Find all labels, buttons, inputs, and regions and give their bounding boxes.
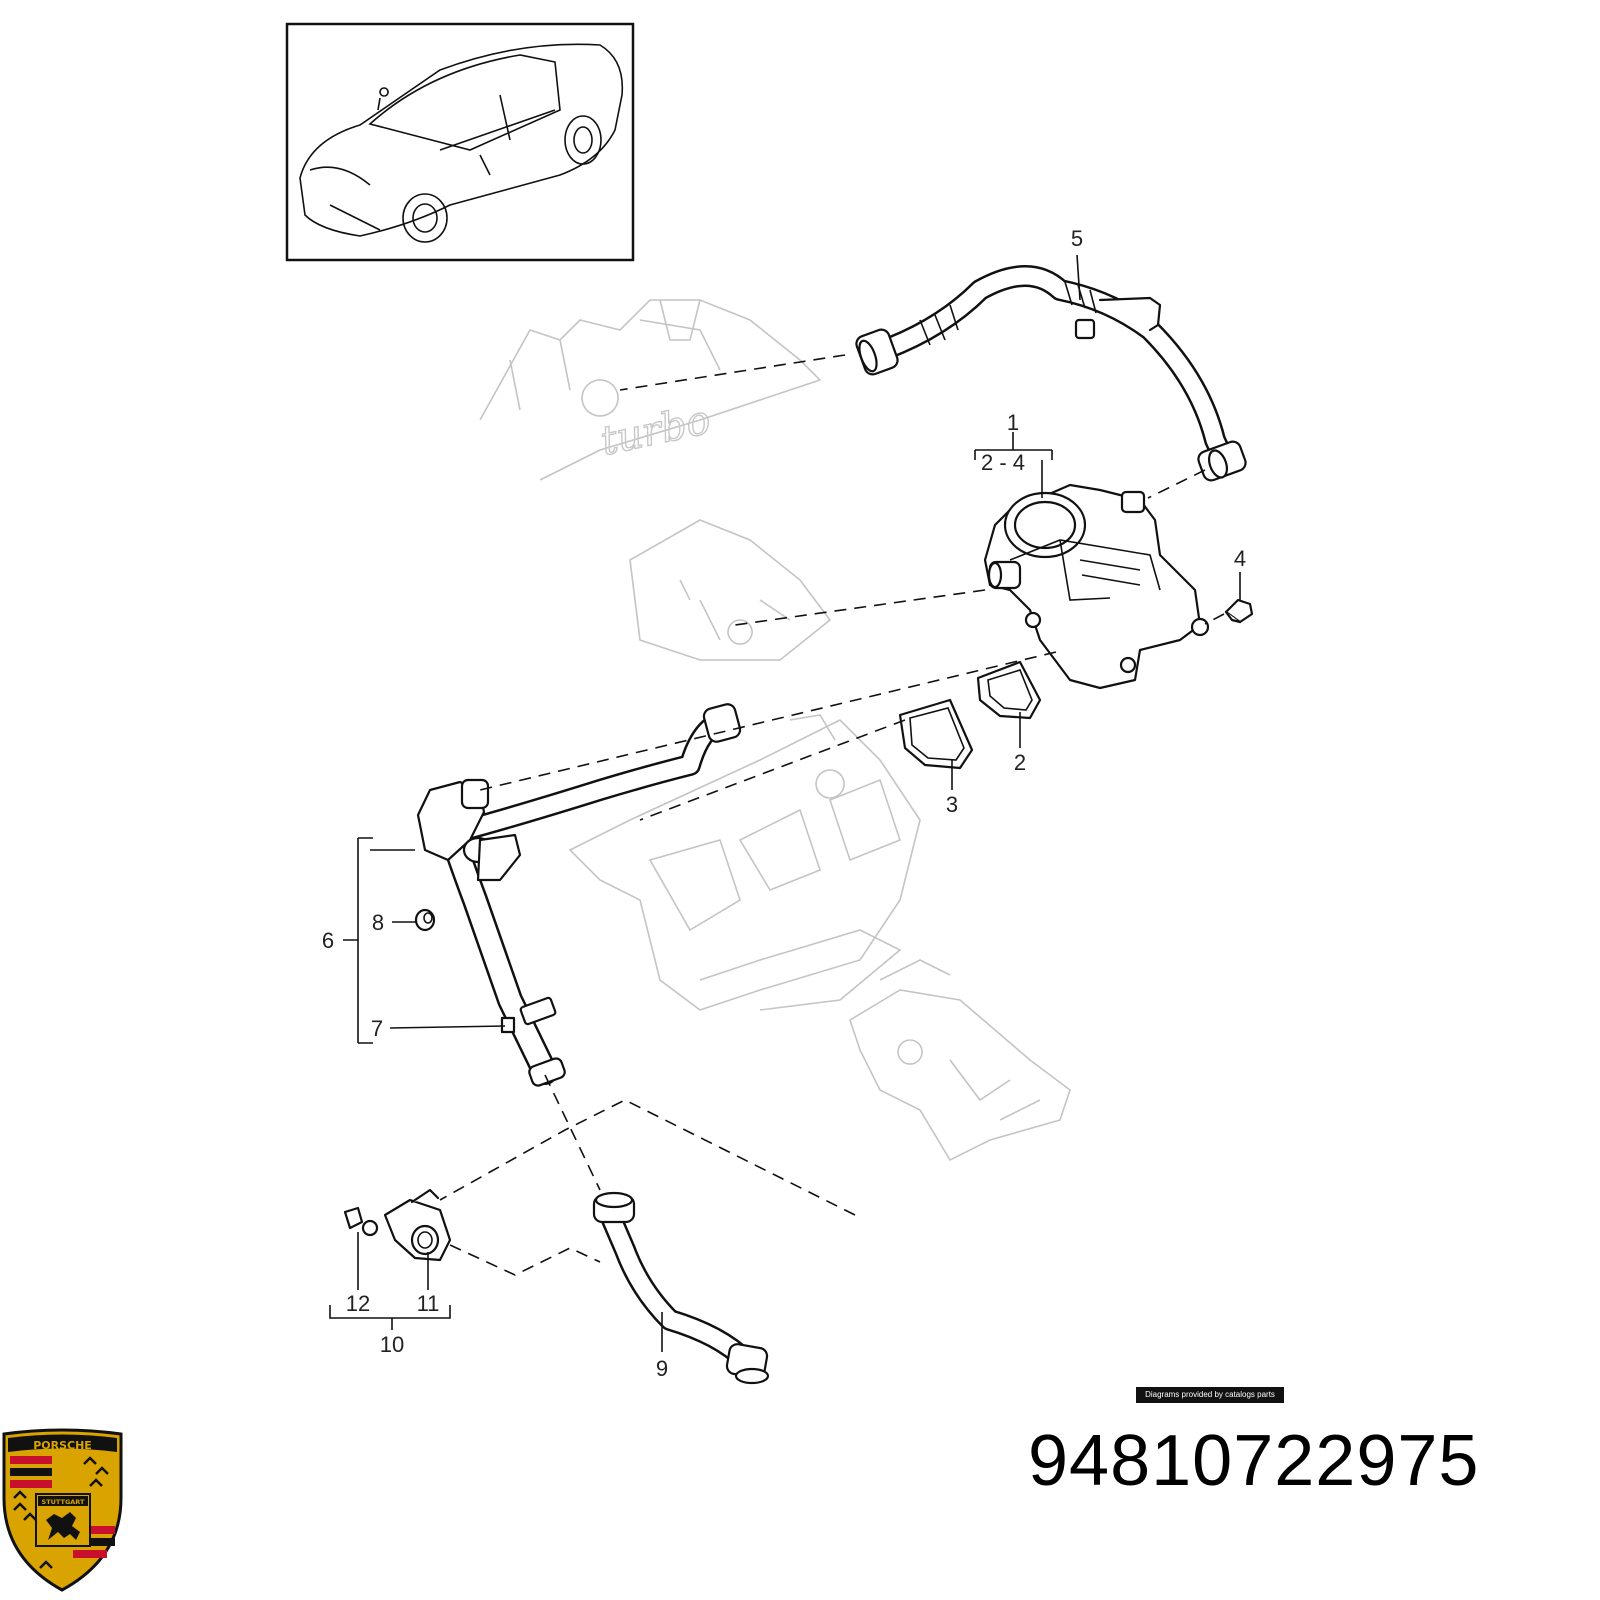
callout-5: 5 bbox=[1071, 226, 1083, 251]
gasket-3 bbox=[898, 698, 974, 770]
callout-1: 1 bbox=[1007, 410, 1019, 435]
logo-brand-text: PORSCHE bbox=[33, 1439, 92, 1452]
vehicle-thumbnail bbox=[285, 22, 635, 262]
diagram-credit: Diagrams provided by catalogs parts bbox=[1136, 1387, 1284, 1403]
callout-2: 2 bbox=[1014, 750, 1026, 775]
callout-leaders bbox=[329, 254, 1241, 1352]
engine-ghost-outline: turbo bbox=[479, 299, 1071, 1162]
callout-12: 12 bbox=[346, 1291, 370, 1316]
part-number: 94810722975 bbox=[1028, 1421, 1480, 1501]
lower-vent-hose bbox=[592, 1191, 770, 1385]
oil-separator bbox=[983, 483, 1210, 690]
callout-10: 10 bbox=[380, 1332, 404, 1357]
porsche-crest-logo: PORSCHE STUTTGART bbox=[2, 1428, 123, 1592]
callout-11: 11 bbox=[417, 1291, 440, 1316]
callout-4: 4 bbox=[1234, 546, 1246, 571]
callout-7: 7 bbox=[371, 1016, 383, 1041]
engine-script-text: turbo bbox=[597, 397, 715, 465]
clip-12 bbox=[343, 1206, 379, 1237]
gasket-2 bbox=[976, 660, 1042, 720]
callout-3: 3 bbox=[946, 792, 958, 817]
bracket-11 bbox=[383, 1188, 452, 1262]
callout-9: 9 bbox=[656, 1356, 668, 1381]
assembly-lines bbox=[439, 354, 1225, 1276]
callout-1-range: 2 - 4 bbox=[981, 450, 1025, 475]
vent-pipe-assembly bbox=[416, 703, 742, 1087]
callout-8: 8 bbox=[372, 910, 384, 935]
callout-6: 6 bbox=[322, 928, 334, 953]
clip-8 bbox=[414, 908, 436, 932]
callout-labels: 5 1 2 - 4 4 2 3 6 8 7 9 12 11 10 bbox=[322, 226, 1246, 1381]
logo-city-text: STUTTGART bbox=[42, 1498, 85, 1506]
upper-vent-hose bbox=[855, 265, 1247, 482]
bolt bbox=[1224, 598, 1254, 624]
